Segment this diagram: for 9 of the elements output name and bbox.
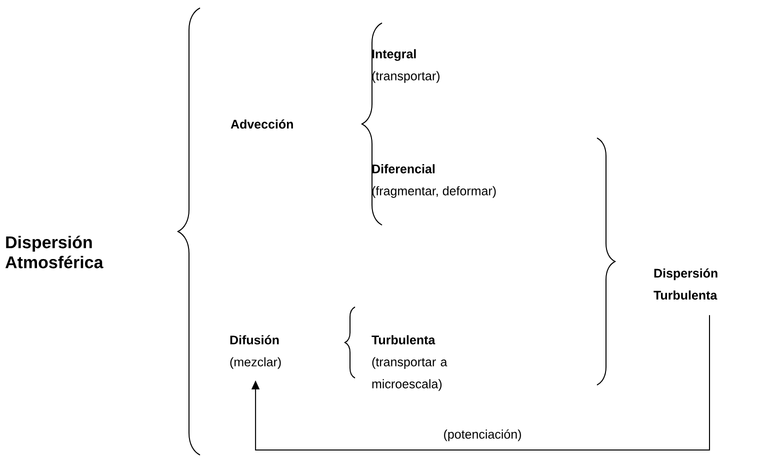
text-label: Diferencial (fragmentar, deformar) bbox=[372, 164, 496, 198]
text-label: Dispersión Atmosférica bbox=[5, 236, 104, 268]
text-label: Turbulenta (transportar a microescala) bbox=[372, 335, 448, 391]
text-label: Integral (transportar) bbox=[372, 49, 440, 83]
arrow bbox=[251, 314, 710, 450]
text-label: Difusión (mezclar) bbox=[230, 335, 281, 369]
text-label: Advección bbox=[230, 119, 293, 129]
edge-label: (potenciación) bbox=[444, 429, 521, 442]
text-label: Dispersión Turbulenta bbox=[654, 268, 718, 300]
